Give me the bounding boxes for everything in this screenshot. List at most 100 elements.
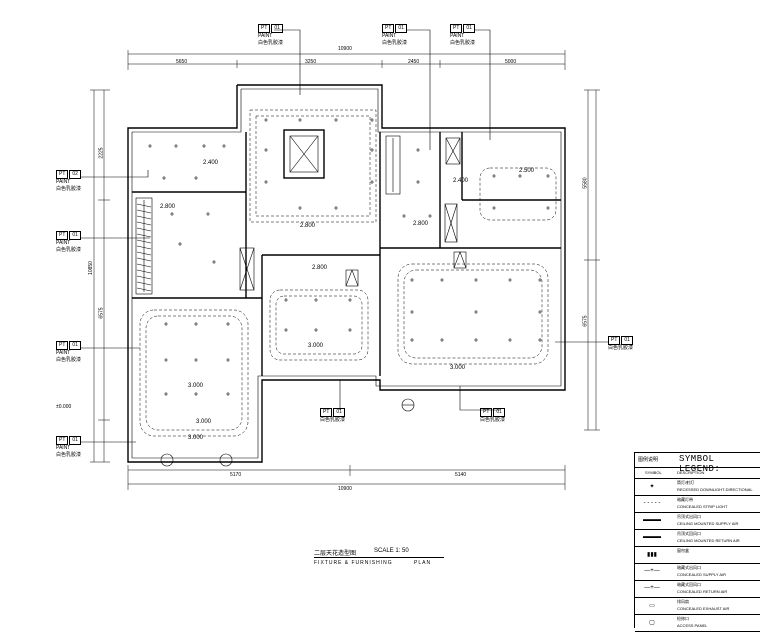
downlight-icon xyxy=(162,176,166,180)
downlight-icon xyxy=(202,144,206,148)
closet-hanger-mark xyxy=(136,221,152,226)
level-mark: ±0.000 xyxy=(56,404,72,410)
dim-top-total: 10900 xyxy=(338,46,352,52)
dimension-lines-right xyxy=(584,89,600,431)
legend-columns: SYMBOL DESCRIPTION xyxy=(635,468,760,479)
downlight-icon xyxy=(206,212,210,216)
dim-left-b: 6575 xyxy=(98,307,105,319)
legend-row-zh: 吊顶式回风口 xyxy=(677,531,701,536)
legend-row-zh: 暗藏式出风口 xyxy=(677,565,701,570)
legend-row-zh: 吊顶式出风口 xyxy=(677,514,701,519)
drawing-title-block: 二层天花造型图 SCALE 1: 50 FIXTURE & FURNISHING… xyxy=(314,548,444,570)
ceiling-height: 2.800 xyxy=(312,265,328,271)
legend-row-zh: 检修口 xyxy=(677,616,689,621)
closet-hanger-mark xyxy=(136,287,152,292)
dim-right-b: 6575 xyxy=(582,315,589,327)
downlight-icon xyxy=(546,174,550,178)
outer-walls xyxy=(127,84,566,463)
downlight-icon xyxy=(194,392,198,396)
downlight-icon xyxy=(538,338,542,342)
section-marker xyxy=(160,398,415,467)
downlight-icon xyxy=(474,310,478,314)
closet-hanger-mark xyxy=(136,281,152,286)
dim-left-total: 10850 xyxy=(87,261,94,275)
downlight-icon xyxy=(284,328,288,332)
legend-row-en: CONCEALED RETURN AIR xyxy=(677,589,728,594)
symbol-legend: 图例说明 SYMBOL LEGEND: SYMBOL DESCRIPTION ✦… xyxy=(634,452,760,632)
ceiling-height: 3.000 xyxy=(450,365,466,371)
downlight-icon xyxy=(298,206,302,210)
downlight-icon xyxy=(264,118,268,122)
closet-hanger-mark xyxy=(136,257,152,262)
legend-row-zh: 暗藏灯带 xyxy=(677,497,693,502)
legend-row-zh: 筒灯/射灯 xyxy=(677,480,695,485)
downlight-icon xyxy=(538,310,542,314)
dim-left-a: 2225 xyxy=(98,147,105,159)
dimension-lines-top xyxy=(127,50,566,70)
drawing-title-en-a: FIXTURE & FURNISHING xyxy=(314,560,393,566)
downlight-icon xyxy=(226,392,230,396)
downlight-icon xyxy=(518,174,522,178)
legend-row-en: ACCESS PANEL xyxy=(677,623,708,628)
legend-symbol-icon: ✦ xyxy=(649,484,655,490)
dim-top-d: 5000 xyxy=(505,59,517,65)
downlight-icon xyxy=(222,144,226,148)
downlight-icon xyxy=(178,242,182,246)
legend-row-zh: 暗藏式回风口 xyxy=(677,582,701,587)
legend-row-en: CONCEALED STRIP LIGHT xyxy=(677,504,728,509)
legend-row-zh: 窗帘盒 xyxy=(677,548,689,553)
ceiling-height: 2.400 xyxy=(203,160,219,166)
downlight-icon xyxy=(226,358,230,362)
downlight-icon xyxy=(284,298,288,302)
legend-row-en: RECESSED DOWNLIGHT-DIRECTIONAL xyxy=(677,487,753,492)
ceiling-height: 2.800 xyxy=(300,223,316,229)
downlight-icon xyxy=(402,214,406,218)
legend-header: 图例说明 SYMBOL LEGEND: xyxy=(635,453,760,474)
closet-hanger-mark xyxy=(136,263,152,268)
closet-left xyxy=(135,135,401,295)
downlight-icon xyxy=(492,174,496,178)
drawing-title-en-b: PLAN xyxy=(414,560,432,566)
closet-hanger-mark xyxy=(136,269,152,274)
downlight-icon xyxy=(264,180,268,184)
ceiling-height: 2.400 xyxy=(453,178,469,184)
dim-right-a: 5580 xyxy=(582,177,589,189)
ceiling-coves xyxy=(139,109,557,437)
dim-top-a: 5650 xyxy=(176,59,188,65)
ceiling-height: 3.000 xyxy=(188,383,204,389)
legend-row-en: CEILING MOUNTED RETURN AIR xyxy=(677,538,740,543)
downlight-icon xyxy=(226,322,230,326)
downlight-icon xyxy=(492,206,496,210)
downlight-icon xyxy=(164,358,168,362)
downlight-icon xyxy=(314,298,318,302)
legend-symbol-icon: ▬▬▬ xyxy=(643,517,661,523)
closet-hanger-mark xyxy=(136,209,152,214)
legend-symbol-icon: - - - - - xyxy=(643,500,661,506)
downlight-icon xyxy=(170,212,174,216)
downlight-icon xyxy=(508,278,512,282)
legend-rows: ✦ 筒灯/射灯 RECESSED DOWNLIGHT-DIRECTIONAL - - … xyxy=(635,479,760,632)
downlight-icon xyxy=(508,338,512,342)
downlight-icon xyxy=(538,278,542,282)
downlight-icon xyxy=(474,338,478,342)
legend-row-en: CONCEALED SUPPLY AIR xyxy=(677,572,726,577)
legend-col-desc: DESCRIPTION xyxy=(677,470,705,475)
downlight-icon xyxy=(164,392,168,396)
downlight-icon xyxy=(194,322,198,326)
downlight-icon xyxy=(348,328,352,332)
dim-top-b: 3250 xyxy=(305,59,317,65)
legend-title-en: SYMBOL LEGEND: xyxy=(679,454,721,474)
legend-row: ✦ 筒灯/射灯 RECESSED DOWNLIGHT-DIRECTIONAL xyxy=(635,479,760,496)
